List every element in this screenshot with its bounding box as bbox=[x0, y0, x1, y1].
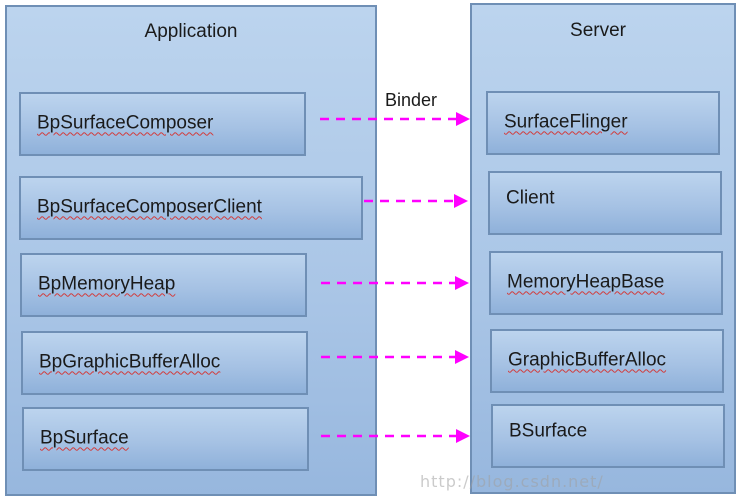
binder-arrow bbox=[364, 194, 468, 208]
server-component-memoryheapbase: MemoryHeapBase bbox=[489, 251, 723, 315]
app-component-bpsurfacecomposer: BpSurfaceComposer bbox=[19, 92, 306, 156]
application-title: Application bbox=[144, 21, 238, 42]
app-component-bpsurfacecomposerclient: BpSurfaceComposerClient bbox=[19, 176, 363, 240]
binder-arrow bbox=[321, 276, 469, 290]
app-component-label: BpGraphicBufferAlloc bbox=[39, 351, 221, 373]
server-component-label: Client bbox=[506, 187, 555, 209]
server-component-bsurface: BSurface bbox=[491, 404, 725, 468]
server-component-label: MemoryHeapBase bbox=[507, 271, 665, 293]
binder-label: Binder bbox=[385, 90, 438, 110]
binder-arrow bbox=[321, 429, 470, 443]
app-component-label: BpSurface bbox=[40, 427, 129, 449]
app-component-bpgraphicbufferalloc: BpGraphicBufferAlloc bbox=[21, 331, 308, 395]
server-component-label: BSurface bbox=[509, 420, 588, 442]
app-component-bpmemoryheap: BpMemoryHeap bbox=[20, 253, 307, 317]
server-component-label: GraphicBufferAlloc bbox=[508, 349, 667, 371]
server-component-graphicbufferalloc: GraphicBufferAlloc bbox=[490, 329, 724, 393]
app-component-label: BpMemoryHeap bbox=[38, 273, 176, 295]
server-component-client: Client bbox=[488, 171, 722, 235]
server-component-surfaceflinger: SurfaceFlinger bbox=[486, 91, 720, 155]
app-component-label: BpSurfaceComposer bbox=[37, 112, 214, 134]
app-component-label: BpSurfaceComposerClient bbox=[37, 196, 262, 218]
server-component-label: SurfaceFlinger bbox=[504, 111, 628, 133]
binder-arrow bbox=[320, 112, 470, 126]
server-title: Server bbox=[570, 20, 626, 41]
binder-arrow bbox=[321, 350, 469, 364]
app-component-bpsurface: BpSurface bbox=[22, 407, 309, 471]
watermark-url: http://blog.csdn.net/ bbox=[420, 472, 604, 491]
